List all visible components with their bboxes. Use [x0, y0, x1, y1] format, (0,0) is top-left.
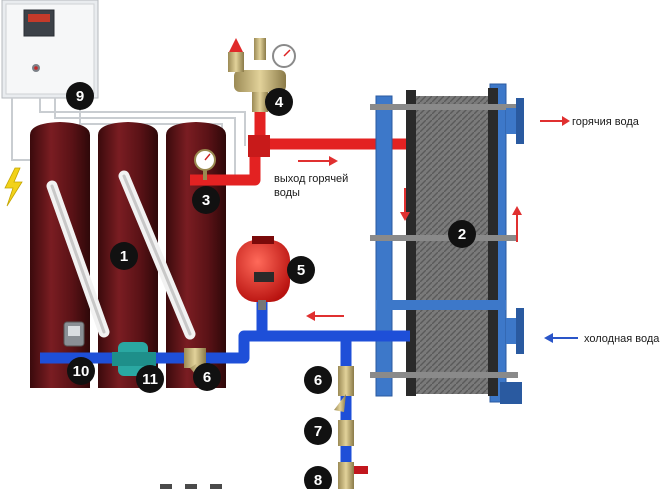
marker-2: 2: [448, 220, 476, 248]
arrow-up: [512, 206, 522, 242]
plate-heat-exchanger: [370, 83, 524, 404]
marker-6-line: 6: [304, 366, 332, 394]
arrow-down: [400, 188, 410, 221]
svg-text:9: 9: [76, 88, 84, 105]
control-cabinet: [1, 0, 99, 99]
svg-text:3: 3: [202, 192, 210, 209]
marker-11: 11: [136, 365, 164, 393]
lightning-icon: [4, 167, 23, 207]
heating-element-right: [118, 170, 196, 340]
marker-4: 4: [265, 88, 293, 116]
check-valve: [338, 420, 354, 446]
svg-text:5: 5: [297, 262, 305, 279]
label-hot-outlet-line2: воды: [274, 187, 300, 199]
marker-3: 3: [192, 186, 220, 214]
heating-element-left: [46, 180, 110, 338]
arrow-hot-out: [540, 116, 570, 126]
svg-text:1: 1: [120, 248, 128, 265]
svg-text:8: 8: [314, 472, 322, 489]
strainer-supply-line: [334, 366, 354, 412]
marker-8: 8: [304, 466, 332, 489]
arrow-hot-outlet: [298, 156, 338, 166]
svg-text:11: 11: [142, 371, 158, 388]
label-cold-water-in: холодная вода: [584, 333, 660, 345]
marker-1: 1: [110, 242, 138, 270]
arrow-expansion: [306, 311, 344, 321]
thermometer: [194, 149, 216, 180]
label-hot-water-out: горячия вода: [572, 116, 640, 128]
marker-5: 5: [287, 256, 315, 284]
safety-group: [228, 38, 296, 112]
svg-text:10: 10: [73, 363, 90, 380]
shutoff-valve: [338, 462, 368, 489]
svg-text:4: 4: [275, 94, 284, 111]
svg-text:2: 2: [458, 226, 466, 243]
marker-6-tank: 6: [193, 363, 221, 391]
label-hot-outlet-line1: выход горячей: [274, 173, 348, 185]
hot-pipe-tee: [248, 135, 270, 157]
marker-9: 9: [66, 82, 94, 110]
svg-text:6: 6: [314, 372, 322, 389]
tank-feet: [160, 484, 222, 489]
marker-7: 7: [304, 417, 332, 445]
expansion-tank: [236, 236, 290, 310]
circulation-pump: [112, 342, 156, 376]
arrow-cold-in: [544, 333, 578, 343]
marker-10: 10: [67, 357, 95, 385]
svg-text:6: 6: [203, 369, 211, 386]
svg-text:7: 7: [314, 423, 322, 440]
flow-sensor: [63, 321, 85, 347]
